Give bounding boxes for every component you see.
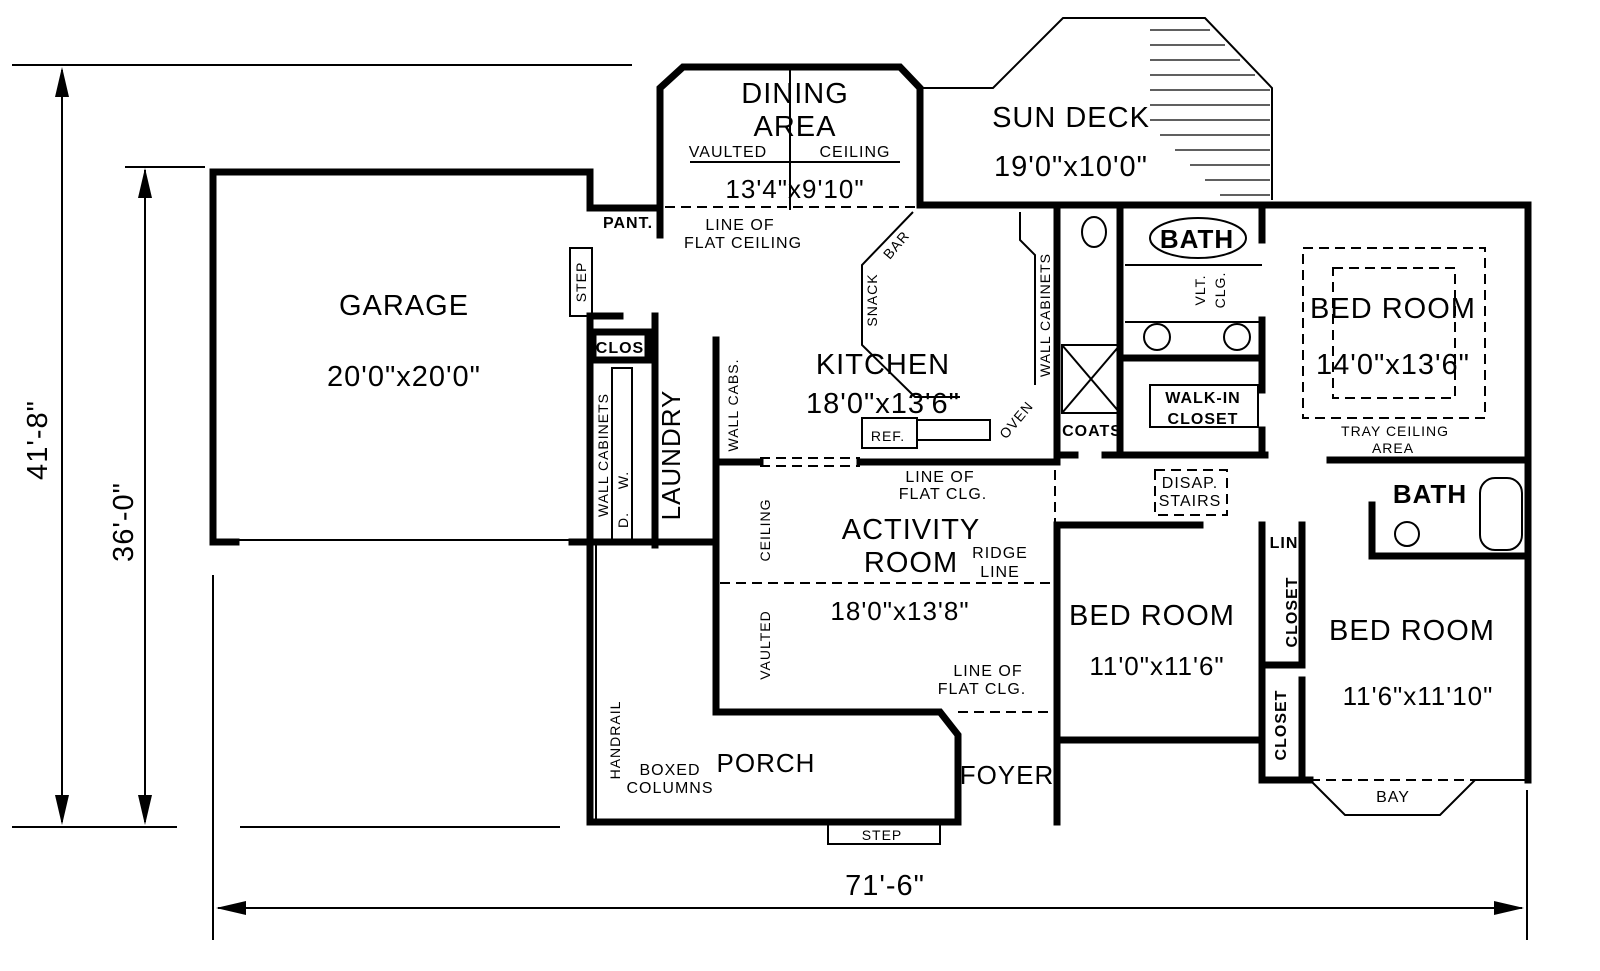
line-label: LINE — [980, 564, 1020, 581]
closet-label-1: CLOSET — [1284, 577, 1301, 648]
overall-depth-label: 41'-8" — [22, 400, 54, 480]
foyer-label: FOYER — [960, 760, 1055, 790]
dining-label-1: DINING — [741, 78, 849, 110]
flat-clg-activity-2: FLAT CLG. — [938, 681, 1026, 698]
dryer-label: D. — [615, 512, 631, 528]
bed2-size: 11'0"x11'6" — [1089, 651, 1224, 681]
ridge-label: RIDGE — [972, 545, 1028, 562]
kitchen-size: 18'0"x13'6" — [806, 388, 960, 420]
tray-area-label: AREA — [1372, 440, 1414, 456]
vlt-label: VLT. — [1192, 275, 1208, 306]
flat-clg-activity-1: LINE OF — [953, 663, 1022, 680]
boxed-label: BOXED — [639, 762, 700, 779]
walls — [209, 17, 1532, 845]
lin-label: LIN — [1270, 535, 1299, 552]
wall-cabinets-kitchen: WALL CABINETS — [1037, 253, 1053, 377]
sun-deck-label: SUN DECK — [992, 102, 1150, 134]
closet-small-label: CLOS — [596, 340, 644, 357]
walk-in-2: CLOSET — [1168, 411, 1239, 428]
garage-size: 20'0"x20'0" — [327, 361, 481, 393]
flat-clg-kitchen-2: FLAT CLG. — [899, 486, 987, 503]
bar-label: BAR — [880, 227, 913, 262]
snack-label: SNACK — [864, 273, 880, 326]
closet-label-2: CLOSET — [1273, 690, 1290, 761]
clg-label: CLG. — [1212, 272, 1228, 309]
dining-size: 13'4"x9'10" — [725, 174, 864, 204]
stairs-label: STAIRS — [1159, 493, 1222, 510]
laundry-label: LAUNDRY — [656, 390, 686, 521]
walk-in-1: WALK-IN — [1165, 390, 1240, 407]
bed3-label: BED ROOM — [1329, 615, 1495, 647]
oven-label: OVEN — [996, 398, 1036, 442]
pantry-label: PANT. — [603, 215, 653, 232]
dining-vaulted: VAULTED — [689, 144, 767, 161]
sun-deck-hatching — [1150, 29, 1270, 196]
wall-cabs-label: WALL CABS. — [725, 359, 741, 452]
kitchen-label: KITCHEN — [816, 349, 950, 381]
ref-label: REF. — [871, 428, 905, 444]
flat-ceiling-line1: LINE OF — [705, 217, 774, 234]
coats-label: COATS — [1062, 423, 1122, 440]
ceiling-vertical-label: CEILING — [757, 498, 773, 561]
dining-ceiling: CEILING — [819, 144, 890, 161]
activity-label-1: ACTIVITY — [842, 514, 981, 546]
garage-label: GARAGE — [339, 290, 469, 322]
activity-label-2: ROOM — [864, 547, 958, 579]
flat-ceiling-line2: FLAT CEILING — [684, 235, 802, 252]
handrail-label: HANDRAIL — [607, 701, 623, 780]
activity-size: 18'0"x13'8" — [830, 596, 969, 626]
master-bath-label: BATH — [1160, 224, 1234, 254]
disap-label: DISAP. — [1162, 475, 1218, 492]
step-label: STEP — [862, 827, 903, 843]
dimension-lines — [12, 64, 1528, 940]
columns-label: COLUMNS — [626, 780, 713, 797]
sun-deck-size: 19'0"x10'0" — [994, 151, 1148, 183]
bed3-size: 11'6"x11'10" — [1343, 681, 1494, 711]
wall-cabinets-laundry: WALL CABINETS — [595, 393, 611, 517]
bay-label: BAY — [1376, 789, 1410, 806]
master-bed-label: BED ROOM — [1310, 293, 1476, 325]
tray-ceiling-label: TRAY CEILING — [1341, 423, 1449, 439]
porch-label: PORCH — [717, 748, 816, 778]
bed2-label: BED ROOM — [1069, 600, 1235, 632]
bath2-label: BATH — [1393, 479, 1467, 509]
flat-clg-kitchen-1: LINE OF — [905, 469, 974, 486]
vaulted-vertical-label: VAULTED — [757, 610, 773, 680]
washer-label: W. — [615, 471, 631, 489]
master-bed-size: 14'0"x13'6" — [1316, 349, 1470, 381]
main-depth-label: 36'-0" — [108, 482, 140, 562]
dining-label-2: AREA — [754, 111, 837, 143]
step-side-label: STEP — [573, 262, 589, 303]
overall-width-label: 71'-6" — [845, 870, 925, 902]
